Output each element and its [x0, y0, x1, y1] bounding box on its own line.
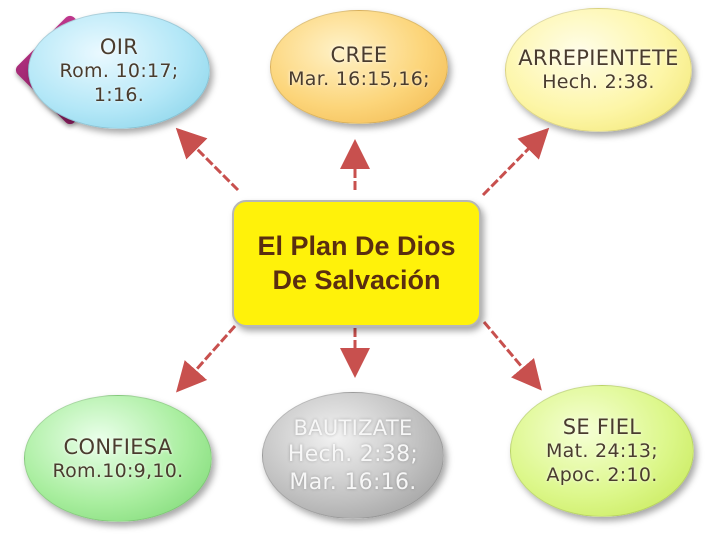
node-arrepientete-title: ARREPIENTETE	[518, 46, 679, 70]
node-cree-ref: Mar. 16:15,16;	[288, 68, 430, 91]
node-arrepientete-ref: Hech. 2:38.	[542, 71, 655, 94]
node-sefiel-title: SE FIEL	[562, 415, 642, 440]
node-bautizate: BAUTIZATE Hech. 2:38; Mar. 16:16.	[262, 392, 444, 519]
node-confiesa: CONFIESA Rom.10:9,10.	[24, 395, 212, 522]
node-sefiel: SE FIEL Mat. 24:13; Apoc. 2:10.	[510, 385, 694, 517]
node-oir-ref: 1:16.	[93, 83, 145, 106]
node-confiesa-title: CONFIESA	[63, 434, 173, 459]
node-cree: CREE Mar. 16:15,16;	[270, 10, 448, 124]
node-oir-ref: Rom. 10:17;	[59, 59, 179, 82]
node-cree-title: CREE	[330, 43, 388, 67]
node-sefiel-ref: Mat. 24:13;	[545, 440, 659, 463]
node-oir-title: OIR	[99, 34, 139, 59]
arrow-to-oir	[175, 127, 240, 192]
node-arrepientete: ARREPIENTETE Hech. 2:38.	[505, 8, 692, 132]
node-bautizate-ref: Hech. 2:38;	[287, 442, 419, 468]
node-bautizate-title: BAUTIZATE	[293, 415, 413, 440]
arrow-to-sefiel	[482, 321, 542, 391]
node-confiesa-ref: Rom.10:9,10.	[52, 459, 184, 482]
node-bautizate-ref: Mar. 16:16.	[289, 469, 417, 495]
center-title-line: El Plan De Dios	[257, 230, 456, 261]
center-title-box: El Plan De Dios De Salvación	[232, 200, 481, 327]
node-oir: OIR Rom. 10:17; 1:16.	[28, 12, 210, 129]
arrow-to-arrepientete	[481, 127, 550, 197]
arrow-to-confiesa	[176, 325, 237, 393]
center-title-line: De Salvación	[272, 264, 441, 295]
node-sefiel-ref: Apoc. 2:10.	[546, 464, 658, 487]
